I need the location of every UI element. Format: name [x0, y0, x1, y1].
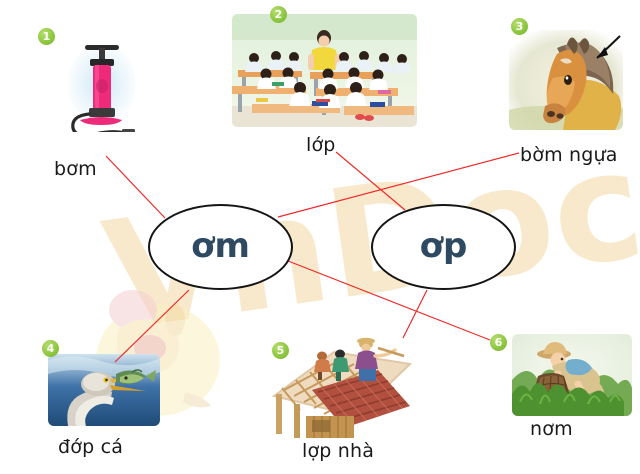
item-card-2[interactable]: 2	[232, 6, 417, 156]
item-caption-4: đớp cá	[58, 436, 124, 458]
bubble-label-op: ơp	[419, 226, 468, 266]
item-caption-5: lợp nhà	[302, 440, 375, 462]
item-badge-4: 4	[42, 340, 59, 357]
item-badge-5: 5	[272, 342, 289, 359]
line-bomngua-to-om	[277, 152, 520, 218]
bubble-label-om: ơm	[191, 226, 250, 266]
line-lop-to-op	[335, 151, 406, 211]
item-caption-3: bờm ngựa	[520, 144, 618, 166]
line-bom-to-om	[105, 155, 166, 219]
item-caption-6: nơm	[530, 418, 573, 440]
fishing-basket-photo	[510, 332, 634, 418]
item-caption-1: bơm	[54, 158, 97, 180]
bicycle-pump-photo	[56, 32, 148, 132]
item-badge-2: 2	[270, 6, 287, 23]
classroom-photo	[232, 14, 417, 127]
item-card-5[interactable]: 5	[256, 330, 422, 462]
item-card-6[interactable]: 6	[490, 330, 634, 440]
item-badge-1: 1	[38, 28, 55, 45]
item-badge-3: 3	[511, 18, 528, 35]
bird-catching-fish-photo	[46, 352, 162, 428]
pointer-arrow-icon	[596, 35, 621, 59]
item-card-4[interactable]: 4	[42, 340, 162, 458]
horse-mane-photo	[505, 26, 627, 134]
category-bubble-om[interactable]: ơm	[148, 204, 293, 290]
item-card-3[interactable]: 3	[505, 18, 627, 166]
item-card-1[interactable]: 1	[38, 28, 148, 180]
category-bubble-op[interactable]: ơp	[371, 204, 516, 290]
item-caption-2: lớp	[306, 134, 336, 156]
roof-tiling-photo	[260, 330, 422, 440]
item-badge-6: 6	[490, 334, 507, 351]
